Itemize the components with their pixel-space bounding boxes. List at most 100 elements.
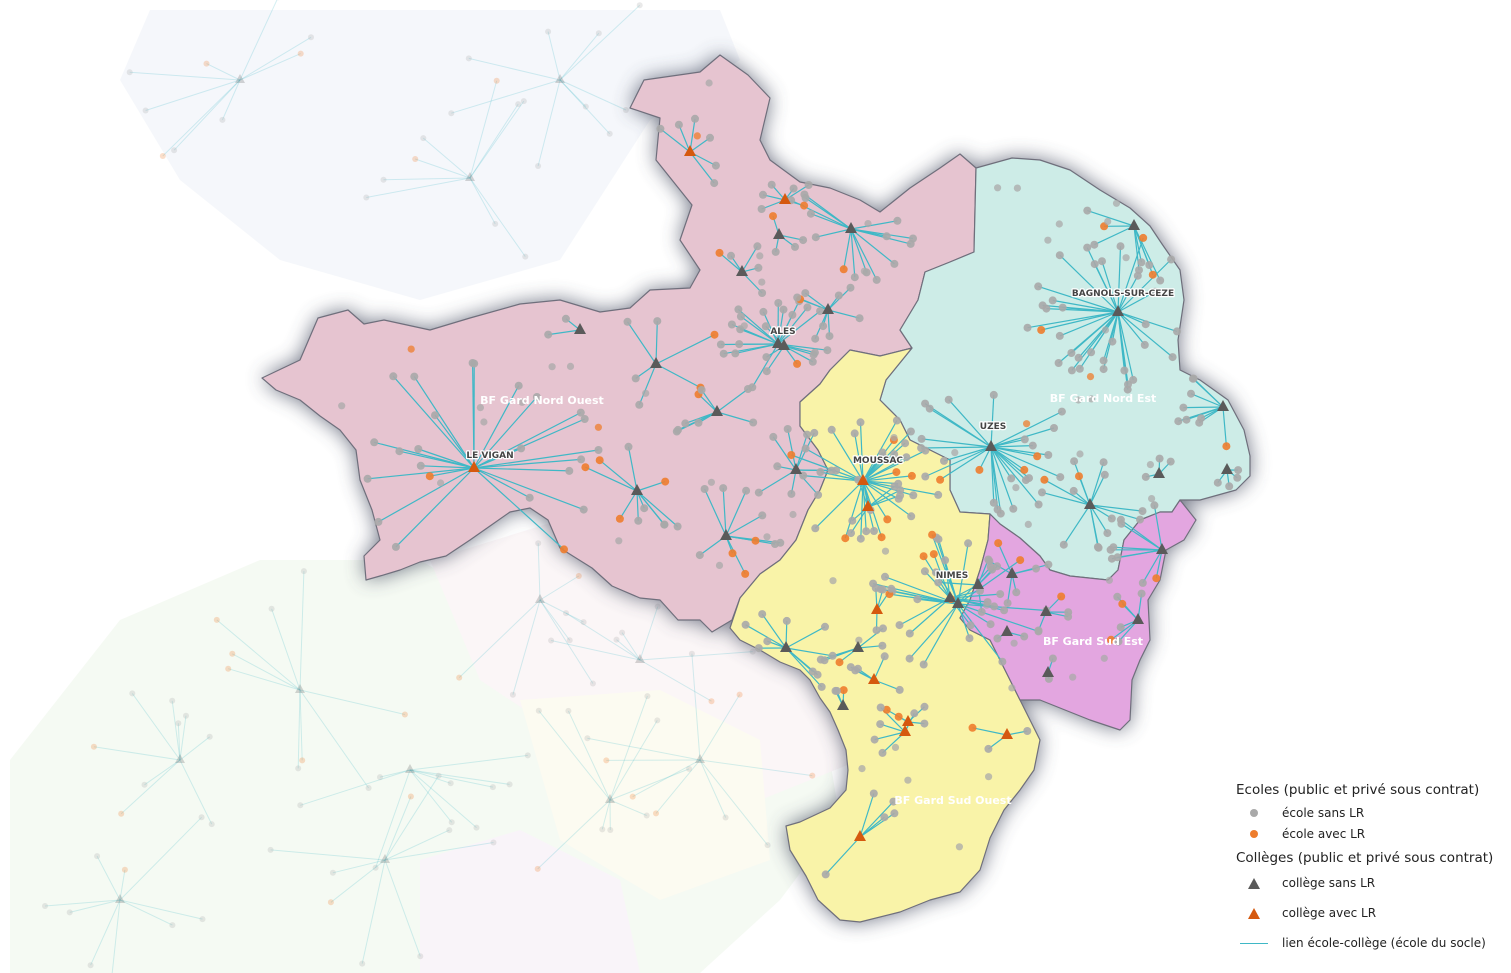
school-marker[interactable] xyxy=(856,418,865,427)
school-marker[interactable] xyxy=(1037,326,1046,334)
school-marker[interactable] xyxy=(990,602,999,611)
school-marker[interactable] xyxy=(878,748,887,757)
school-marker[interactable] xyxy=(767,180,776,189)
school-marker[interactable] xyxy=(1124,380,1132,389)
school-marker[interactable] xyxy=(881,572,889,581)
school-marker[interactable] xyxy=(887,584,896,593)
school-marker[interactable] xyxy=(1044,236,1052,244)
school-marker[interactable] xyxy=(1070,457,1079,466)
school-marker[interactable] xyxy=(891,743,900,752)
school-marker[interactable] xyxy=(711,161,720,170)
school-marker[interactable] xyxy=(1234,466,1243,475)
school-marker[interactable] xyxy=(984,744,993,753)
school-marker[interactable] xyxy=(1107,554,1116,563)
college-avec-lr-marker[interactable] xyxy=(857,474,869,485)
school-marker[interactable] xyxy=(880,813,889,822)
school-marker[interactable] xyxy=(476,404,484,412)
school-marker[interactable] xyxy=(1105,576,1113,584)
school-marker[interactable] xyxy=(759,307,768,316)
school-marker[interactable] xyxy=(1023,323,1032,332)
school-marker[interactable] xyxy=(734,305,743,314)
school-marker[interactable] xyxy=(1107,635,1115,644)
school-marker[interactable] xyxy=(811,334,820,343)
school-marker[interactable] xyxy=(751,536,760,545)
college-sans-lr-marker[interactable] xyxy=(952,597,964,608)
school-marker[interactable] xyxy=(407,345,415,353)
school-marker[interactable] xyxy=(1100,470,1109,479)
school-marker[interactable] xyxy=(870,527,878,535)
school-marker[interactable] xyxy=(1094,543,1103,552)
school-marker[interactable] xyxy=(691,114,699,123)
college-sans-lr-marker[interactable] xyxy=(1153,467,1165,478)
school-marker[interactable] xyxy=(437,479,445,487)
school-marker[interactable] xyxy=(1173,327,1181,336)
school-marker[interactable] xyxy=(719,484,728,493)
school-marker[interactable] xyxy=(994,184,1002,192)
school-marker[interactable] xyxy=(989,390,998,399)
school-marker[interactable] xyxy=(1087,348,1096,357)
college-sans-lr-marker[interactable] xyxy=(845,222,857,233)
school-marker[interactable] xyxy=(1012,588,1021,597)
school-marker[interactable] xyxy=(1182,415,1191,424)
school-marker[interactable] xyxy=(749,418,758,427)
school-marker[interactable] xyxy=(985,557,994,566)
college-sans-lr-marker[interactable] xyxy=(852,641,864,652)
college-avec-lr-marker[interactable] xyxy=(902,715,914,726)
school-marker[interactable] xyxy=(1099,458,1108,467)
school-marker[interactable] xyxy=(594,446,603,454)
school-marker[interactable] xyxy=(1076,450,1084,458)
school-marker[interactable] xyxy=(1135,266,1143,275)
school-marker[interactable] xyxy=(577,455,586,464)
school-marker[interactable] xyxy=(741,569,750,578)
college-sans-lr-marker[interactable] xyxy=(972,578,984,589)
college-avec-lr-marker[interactable] xyxy=(862,500,874,511)
school-marker[interactable] xyxy=(771,247,780,256)
school-marker[interactable] xyxy=(762,367,771,376)
school-marker[interactable] xyxy=(705,79,713,87)
school-marker[interactable] xyxy=(921,399,930,408)
school-marker[interactable] xyxy=(1114,637,1123,646)
school-marker[interactable] xyxy=(856,534,865,543)
school-marker[interactable] xyxy=(1225,482,1234,491)
school-marker[interactable] xyxy=(635,400,644,409)
school-marker[interactable] xyxy=(410,372,419,381)
college-sans-lr-marker[interactable] xyxy=(1084,498,1096,509)
college-avec-lr-marker[interactable] xyxy=(868,673,880,684)
school-marker[interactable] xyxy=(1016,556,1025,565)
school-marker[interactable] xyxy=(756,252,764,260)
college-sans-lr-marker[interactable] xyxy=(1156,543,1168,554)
school-marker[interactable] xyxy=(631,374,640,383)
school-marker[interactable] xyxy=(1008,684,1016,692)
school-marker[interactable] xyxy=(811,524,820,533)
school-marker[interactable] xyxy=(1137,258,1146,267)
school-marker[interactable] xyxy=(1140,340,1149,349)
school-marker[interactable] xyxy=(783,425,792,433)
school-marker[interactable] xyxy=(615,537,623,545)
college-sans-lr-marker[interactable] xyxy=(778,339,790,350)
school-marker[interactable] xyxy=(878,641,887,650)
school-marker[interactable] xyxy=(517,444,526,453)
school-marker[interactable] xyxy=(1038,301,1047,310)
school-marker[interactable] xyxy=(1146,461,1154,469)
school-marker[interactable] xyxy=(871,584,880,593)
college-sans-lr-marker[interactable] xyxy=(1221,463,1233,474)
school-marker[interactable] xyxy=(1064,608,1073,617)
school-marker[interactable] xyxy=(706,133,714,142)
school-marker[interactable] xyxy=(872,626,881,635)
school-marker[interactable] xyxy=(819,322,828,331)
college-avec-lr-marker[interactable] xyxy=(684,145,696,156)
school-marker[interactable] xyxy=(1168,353,1177,362)
school-marker[interactable] xyxy=(771,540,779,548)
school-marker[interactable] xyxy=(623,317,632,326)
school-marker[interactable] xyxy=(1138,507,1147,516)
school-marker[interactable] xyxy=(816,468,825,476)
school-marker[interactable] xyxy=(624,442,633,451)
school-marker[interactable] xyxy=(996,509,1005,518)
school-marker[interactable] xyxy=(740,322,748,330)
school-marker[interactable] xyxy=(841,534,850,543)
school-marker[interactable] xyxy=(1038,488,1046,497)
school-marker[interactable] xyxy=(480,418,488,426)
school-marker[interactable] xyxy=(1013,184,1022,192)
school-marker[interactable] xyxy=(929,550,938,559)
school-marker[interactable] xyxy=(913,595,922,604)
